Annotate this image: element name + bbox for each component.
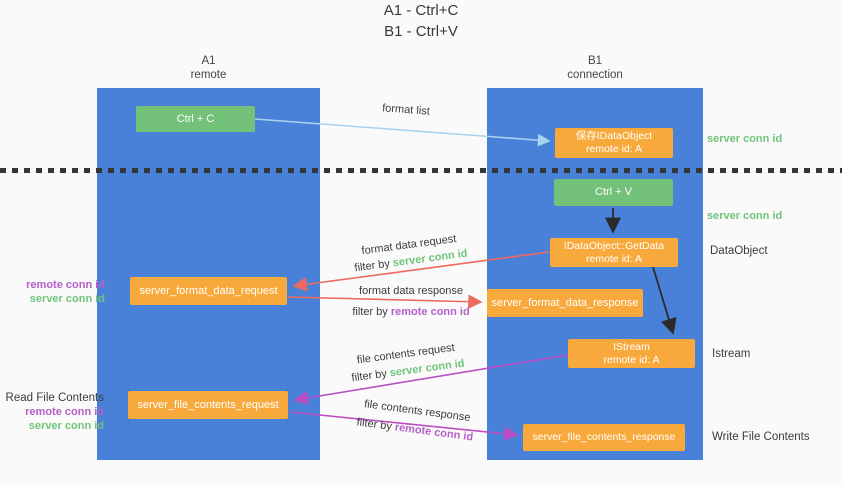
node-getdata-line2: remote id: A [585, 252, 643, 265]
lifeline-b1-header: B1 connection [487, 54, 703, 82]
title-line-1: A1 - Ctrl+C [383, 2, 459, 19]
label-format-data-response-filter: filter by remote conn id [331, 302, 491, 323]
lifeline-a1-name: A1 [201, 55, 216, 67]
label-istream: Istream [712, 348, 751, 360]
label-file-contents-response: file contents response filter by remote … [339, 392, 493, 449]
label-server-conn-id-right-top: server conn id [707, 133, 783, 145]
filter-prefix: filter by [353, 257, 391, 275]
node-save-idataobject-line2: remote id: A [585, 143, 643, 155]
filter-prefix: filter by [355, 416, 393, 433]
node-getdata-line1: IDataObject::GetData [563, 239, 665, 252]
node-server-file-contents-response-label: server_file_contents_response [532, 431, 676, 443]
page-title: A1 - Ctrl+C B1 - Ctrl+V [0, 0, 842, 42]
label-server-conn-id-right-mid: server conn id [707, 210, 783, 222]
label-format-data-request: format data request filter by server con… [334, 227, 487, 278]
node-idataobject-getdata: IDataObject::GetData remote id: A [550, 238, 678, 267]
filter-prefix: filter by [352, 306, 388, 318]
node-server-format-data-response-label: server_format_data_response [491, 296, 639, 309]
label-remote-conn-id-left-top: remote conn id [26, 279, 105, 291]
label-server-conn-id-left-top: server conn id [29, 293, 105, 305]
node-server-file-contents-request-label: server_file_contents_request [137, 398, 279, 411]
node-istream-line2: remote id: A [603, 353, 660, 366]
node-ctrl-c-label: Ctrl + C [176, 112, 215, 125]
label-format-data-response: format data response filter by remote co… [331, 281, 491, 323]
label-block-conn-ids-top: remote conn id server conn id [8, 278, 105, 306]
label-block-read-file-contents: Read File Contents remote conn id server… [0, 391, 104, 433]
lifeline-a1-subtitle: remote [190, 69, 227, 81]
node-save-idataobject: 保存IDataObject remote id: A [555, 128, 673, 158]
node-save-idataobject-line1: 保存IDataObject [575, 130, 653, 142]
label-format-list: format list [346, 100, 467, 121]
filter-key-remote-conn-id: remote conn id [390, 306, 470, 318]
label-format-list-text: format list [381, 102, 431, 118]
node-ctrl-v-label: Ctrl + V [595, 186, 632, 198]
node-server-file-contents-response: server_file_contents_response [523, 424, 685, 451]
filter-prefix: filter by [350, 367, 388, 385]
node-server-format-data-request-label: server_format_data_request [139, 284, 278, 297]
node-ctrl-c: Ctrl + C [136, 106, 255, 132]
label-remote-conn-id-left-bottom: remote conn id [25, 406, 104, 418]
label-file-contents-request: file contents request filter by server c… [330, 336, 483, 389]
label-format-data-response-text: format data response [359, 285, 463, 297]
lifeline-b1-name: B1 [587, 55, 603, 67]
label-read-file-contents: Read File Contents [5, 392, 104, 404]
divider-dotted-line [0, 168, 842, 173]
lifeline-b1-subtitle: connection [567, 69, 623, 81]
label-server-conn-id-left-bottom: server conn id [28, 420, 104, 432]
label-dataobject: DataObject [710, 245, 768, 257]
label-write-file-contents: Write File Contents [712, 431, 810, 443]
title-line-2: B1 - Ctrl+V [384, 23, 458, 40]
node-ctrl-v: Ctrl + V [554, 179, 673, 206]
node-istream: IStream remote id: A [568, 339, 695, 368]
node-server-file-contents-request: server_file_contents_request [128, 391, 288, 419]
node-server-format-data-request: server_format_data_request [130, 277, 287, 305]
node-server-format-data-response: server_format_data_response [487, 289, 643, 317]
lifeline-a1-header: A1 remote [97, 54, 320, 82]
node-istream-line1: IStream [613, 340, 650, 353]
